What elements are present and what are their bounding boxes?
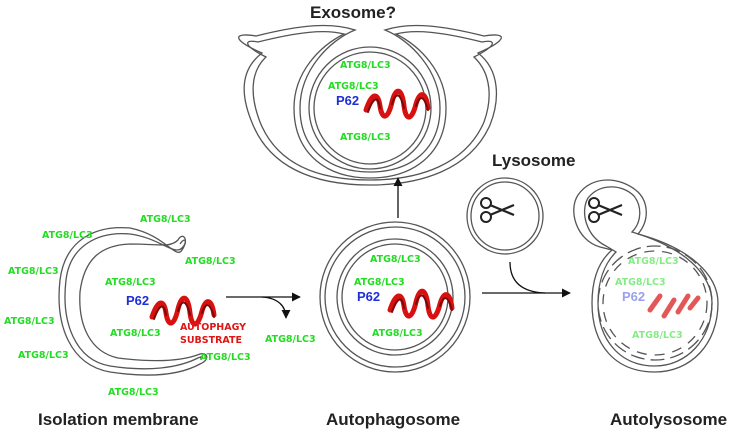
- lc3-marker: ATG8/LC3: [340, 60, 391, 71]
- lc3-marker: ATG8/LC3: [328, 81, 379, 92]
- substrate-label-line1: AUTOPHAGY: [180, 322, 246, 333]
- protein-helix-icon: [390, 291, 452, 317]
- degraded-helix-icon: [647, 293, 701, 319]
- degraded-lc3-marker: ATG8/LC3: [615, 277, 666, 288]
- label-lysosome: Lysosome: [492, 151, 575, 170]
- autolysosome-structure: [573, 179, 719, 373]
- exosome-structure: [238, 24, 502, 186]
- lc3-marker: ATG8/LC3: [200, 352, 251, 363]
- degraded-lc3-marker: ATG8/LC3: [628, 256, 679, 267]
- protein-helix-icon: [366, 91, 428, 117]
- label-exosome: Exosome?: [310, 3, 396, 22]
- substrate-label-line2: SUBSTRATE: [180, 335, 242, 346]
- lc3-marker: ATG8/LC3: [108, 387, 159, 398]
- lc3-released-marker: ATG8/LC3: [265, 334, 316, 345]
- label-autolysosome: Autolysosome: [610, 410, 727, 429]
- lc3-marker: ATG8/LC3: [105, 277, 156, 288]
- lc3-marker: ATG8/LC3: [42, 230, 93, 241]
- lc3-marker: ATG8/LC3: [140, 214, 191, 225]
- scissors-icon: [479, 196, 516, 224]
- p62-marker: P62: [336, 93, 359, 108]
- scissors-icon: [587, 196, 624, 224]
- protein-helix-icon: [152, 298, 214, 324]
- lysosome-structure: [466, 177, 544, 255]
- lc3-marker: ATG8/LC3: [185, 256, 236, 267]
- isolation-membrane-structure: [58, 226, 208, 376]
- degraded-p62-marker: P62: [622, 289, 645, 304]
- p62-marker: P62: [126, 293, 149, 308]
- label-isolation-membrane: Isolation membrane: [38, 410, 199, 429]
- p62-marker: P62: [357, 289, 380, 304]
- arrow-lysosome-merge: [509, 261, 546, 294]
- degraded-lc3-marker: ATG8/LC3: [632, 330, 683, 341]
- label-autophagosome: Autophagosome: [326, 410, 460, 429]
- lc3-marker: ATG8/LC3: [8, 266, 59, 277]
- lc3-marker: ATG8/LC3: [18, 350, 69, 361]
- lc3-marker: ATG8/LC3: [340, 132, 391, 143]
- lc3-marker: ATG8/LC3: [372, 328, 423, 339]
- arrow-release-lc3: [261, 296, 291, 319]
- lc3-marker: ATG8/LC3: [354, 277, 405, 288]
- lc3-marker: ATG8/LC3: [110, 328, 161, 339]
- lc3-marker: ATG8/LC3: [370, 254, 421, 265]
- lc3-marker: ATG8/LC3: [4, 316, 55, 327]
